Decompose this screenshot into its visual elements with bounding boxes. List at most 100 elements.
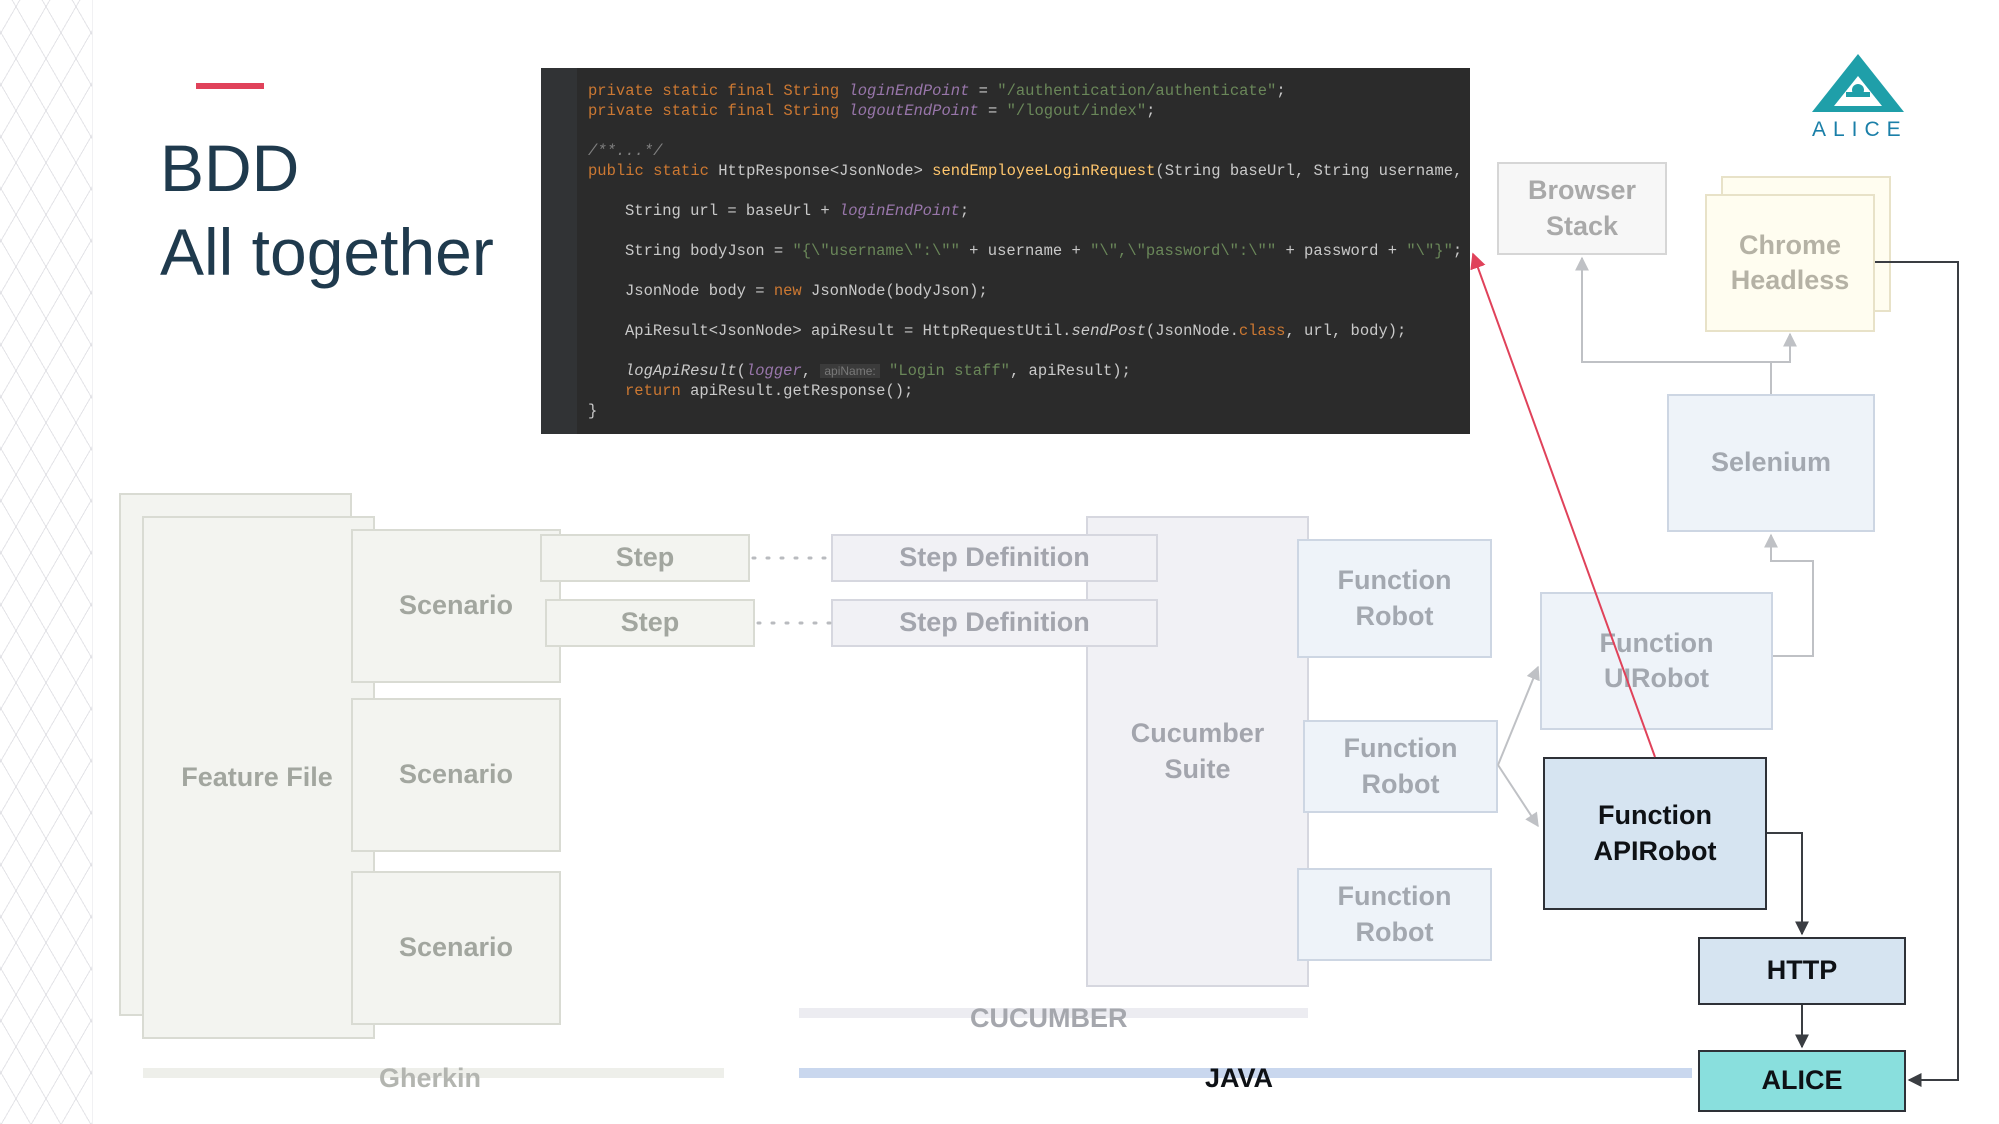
code-token: ; <box>1276 82 1286 100</box>
function-robot-box: Function Robot <box>1297 868 1492 961</box>
code-token: class <box>1238 322 1286 340</box>
java-layer-band <box>799 1068 1692 1078</box>
code-token: , <box>801 362 821 380</box>
code-token: + username + <box>959 242 1091 260</box>
feature-file-label: Feature File <box>181 761 333 792</box>
scenario-box: Scenario <box>351 529 561 683</box>
feature-file-box: Feature File <box>142 516 375 1039</box>
code-gutter <box>541 68 577 434</box>
cucumber-layer-label: CUCUMBER <box>970 1003 1128 1033</box>
function-robot-box: Function Robot <box>1303 720 1498 813</box>
code-line: } <box>588 402 597 420</box>
code-line: JsonNode body = new JsonNode(bodyJson); <box>625 282 988 300</box>
background-pattern <box>0 0 93 1124</box>
step-definition-box: Step Definition <box>831 534 1158 582</box>
code-token: String url = baseUrl + <box>625 202 839 220</box>
code-token: ; <box>1146 102 1156 120</box>
code-token: apiResult.getResponse(); <box>690 382 914 400</box>
code-token: sendPost <box>1071 322 1146 340</box>
code-token: private static final String <box>588 82 849 100</box>
step-label: Step <box>615 542 675 573</box>
slide-title-line1: BDD <box>160 131 300 205</box>
function-apirobot-label: Function APIRobot <box>1593 800 1717 866</box>
logo-text: ALICE <box>1812 118 1908 141</box>
arrow-robot-to-uirobot <box>1497 665 1540 766</box>
code-token: ( <box>736 362 746 380</box>
function-apirobot-box: Function APIRobot <box>1543 757 1767 910</box>
arrow-selenium-to-chrome-headless <box>1771 332 1797 363</box>
cucumber-suite-box: Cucumber Suite <box>1086 516 1309 987</box>
code-line: String bodyJson = "{\"username\":\"" + u… <box>625 242 1462 260</box>
function-robot-box: Function Robot <box>1297 539 1492 658</box>
code-line: /**...*/ <box>588 142 662 160</box>
scenario-label: Scenario <box>398 932 514 963</box>
code-line: return apiResult.getResponse(); <box>625 382 913 400</box>
code-token: sendEmployeeLoginRequest <box>932 162 1156 180</box>
scenario-label: Scenario <box>398 759 514 790</box>
code-token: String bodyJson = <box>625 242 793 260</box>
code-token: (String baseUrl, String username, <box>1155 162 1463 180</box>
browser-stack-box: Browser Stack <box>1497 162 1667 255</box>
step-box: Step <box>545 599 755 647</box>
code-line: String url = baseUrl + loginEndPoint; <box>625 202 969 220</box>
code-line: logApiResult(logger, apiName: "Login sta… <box>625 362 1131 380</box>
code-token: "\"}" <box>1406 242 1453 260</box>
code-token: logApiResult <box>625 362 737 380</box>
title-accent-bar <box>196 83 264 89</box>
http-label: HTTP <box>1766 955 1838 986</box>
scenario-box: Scenario <box>351 871 561 1025</box>
code-token: = <box>969 82 998 100</box>
code-token: /**...*/ <box>588 142 663 160</box>
arrow-uirobot-to-selenium <box>1764 533 1814 657</box>
cucumber-suite-label: Cucumber Suite <box>1130 718 1265 784</box>
step-box: Step <box>540 534 750 582</box>
code-token: , apiResult); <box>1009 362 1131 380</box>
dotted-connector-step-to-definition <box>751 556 833 625</box>
java-layer-label: JAVA <box>1205 1063 1274 1093</box>
step-definition-box: Step Definition <box>831 599 1158 647</box>
arrow-apirobot-to-http <box>1767 832 1809 936</box>
function-robot-label: Function Robot <box>1337 881 1452 947</box>
browser-stack-label: Browser Stack <box>1527 175 1637 241</box>
gherkin-layer-band <box>143 1068 724 1078</box>
scenario-label: Scenario <box>398 590 514 621</box>
chrome-headless-box: Chrome Headless <box>1705 194 1875 332</box>
code-line: private static final String loginEndPoin… <box>588 82 1286 100</box>
code-line: public static HttpResponse<JsonNode> sen… <box>588 162 1462 180</box>
selenium-label: Selenium <box>1710 447 1832 478</box>
code-token: } <box>588 402 598 420</box>
step-definition-label: Step Definition <box>899 542 1090 573</box>
code-token: = <box>978 102 1007 120</box>
scenario-box: Scenario <box>351 698 561 852</box>
code-token: "/logout/index" <box>1006 102 1147 120</box>
code-token: private static final String <box>588 102 849 120</box>
code-token: (JsonNode. <box>1145 322 1239 340</box>
code-snippet: private static final String loginEndPoin… <box>541 68 1470 434</box>
code-token: return <box>625 382 691 400</box>
step-definition-label: Step Definition <box>899 607 1090 638</box>
code-token: "\",\"password\":\"" <box>1090 242 1277 260</box>
code-token: loginEndPoint <box>848 82 970 100</box>
code-token: logoutEndPoint <box>848 102 979 120</box>
code-token: , url, body); <box>1285 322 1407 340</box>
code-token: JsonNode body = <box>625 282 774 300</box>
code-token: logger <box>745 362 802 380</box>
function-robot-label: Function Robot <box>1343 733 1458 799</box>
function-uirobot-box: Function UIRobot <box>1540 592 1773 730</box>
cucumber-layer-band <box>799 1008 1308 1018</box>
chrome-headless-label: Chrome Headless <box>1730 229 1850 295</box>
code-token: new <box>773 282 812 300</box>
code-token: "Login staff" <box>889 362 1010 380</box>
code-token: ; <box>959 202 970 220</box>
http-box: HTTP <box>1698 937 1906 1005</box>
parameter-hint: apiName: <box>820 364 880 378</box>
code-token: loginEndPoint <box>838 202 960 220</box>
code-line: ApiResult<JsonNode> apiResult = HttpRequ… <box>625 322 1406 340</box>
step-label: Step <box>620 607 680 638</box>
slide-title: BDD All together <box>160 126 494 294</box>
slide-title-line2: All together <box>160 215 494 289</box>
alice-box: ALICE <box>1698 1050 1906 1112</box>
arrow-robot-to-apirobot <box>1497 764 1539 828</box>
code-token: "/authentication/authenticate" <box>997 82 1277 100</box>
gherkin-layer-label: Gherkin <box>379 1063 482 1093</box>
